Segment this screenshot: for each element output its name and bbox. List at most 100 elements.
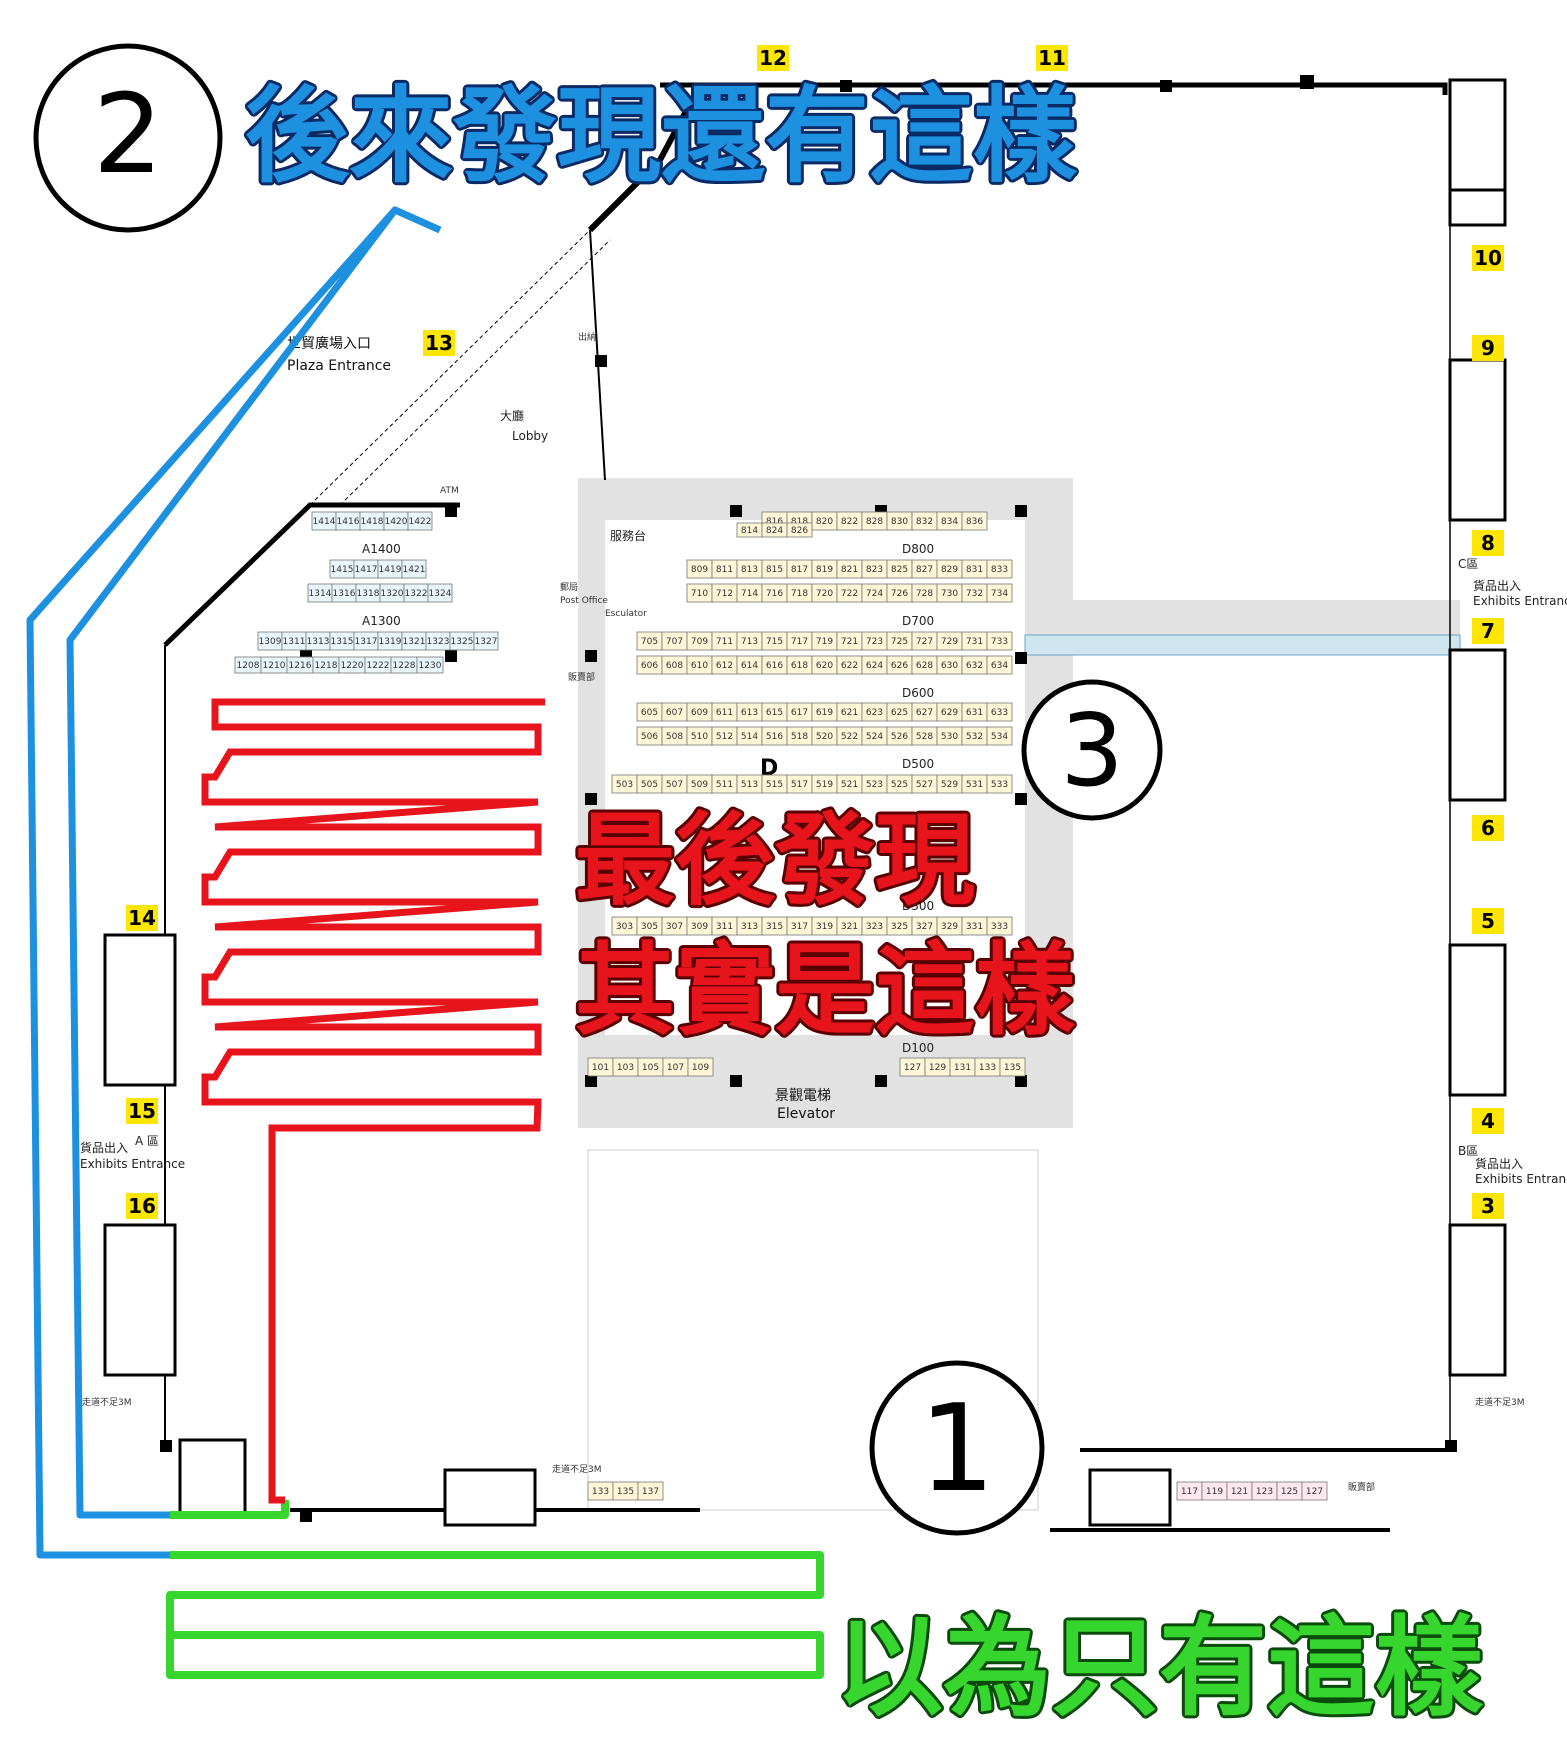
booth: 1309: [257, 631, 283, 651]
goods-entrance-c-en: Exhibits Entrance: [1473, 594, 1567, 608]
booth: 107: [662, 1057, 689, 1077]
section-label: D600: [902, 686, 934, 700]
booth: 529: [936, 774, 963, 794]
post-office-zh: 郵局: [560, 581, 578, 593]
booth: 612: [711, 655, 738, 675]
booth-number: 520: [816, 732, 833, 742]
section-label: A1400: [362, 542, 401, 556]
booth: 707: [661, 631, 688, 651]
booth: 1419: [377, 559, 403, 579]
booth: 823: [861, 559, 888, 579]
booth-number: 133: [979, 1063, 996, 1073]
walkway-note-left: 走道不足3M: [82, 1396, 132, 1408]
booth: 520: [811, 726, 838, 746]
booth: 809: [686, 559, 713, 579]
booth-number: 621: [841, 708, 858, 718]
booth: 1315: [329, 631, 355, 651]
booth-number: 515: [766, 780, 783, 790]
booth: 826: [786, 522, 813, 538]
booth-number: 818: [791, 517, 808, 527]
area-b-label: B區: [1458, 1144, 1478, 1158]
booth-number: 131: [954, 1063, 971, 1073]
booth: 1415: [329, 559, 355, 579]
booth-number: 516: [766, 732, 783, 742]
booth: 315: [761, 916, 788, 936]
booth: 836: [961, 511, 988, 531]
booth-number: 729: [941, 637, 958, 647]
booth: 1316: [331, 583, 357, 603]
booth: 528: [911, 726, 938, 746]
booth: 721: [836, 631, 863, 651]
booth-number: 811: [716, 565, 733, 575]
escalator-label: Esculator: [605, 609, 647, 619]
booth-number: 611: [716, 708, 733, 718]
booth-number: 827: [916, 565, 933, 575]
booth-number: 712: [716, 589, 733, 599]
booth: 1416: [335, 511, 361, 531]
booth: 609: [686, 702, 713, 722]
cashier-label: 出納: [578, 331, 596, 343]
booth-number: 1218: [315, 661, 338, 671]
booth: 133: [587, 1481, 614, 1501]
booth-number: 1210: [263, 661, 286, 671]
booth: 1323: [425, 631, 451, 651]
section-label: D700: [902, 614, 934, 628]
booth-number: 815: [766, 565, 783, 575]
goods-entrance-a-en: Exhibits Entrance: [80, 1157, 185, 1171]
booth-number: 1216: [289, 661, 312, 671]
goods-entrance-a-zh: 貨品出入: [80, 1140, 128, 1155]
booth-number: 519: [816, 780, 833, 790]
booth-number: 119: [1206, 1487, 1223, 1497]
booth: 525: [886, 774, 913, 794]
booth: 1222: [364, 656, 392, 674]
booth-number: 1322: [405, 589, 428, 599]
booth: 509: [686, 774, 713, 794]
booth: 518: [786, 726, 813, 746]
caption-red-line2: 其實是這樣: [575, 932, 1076, 1049]
gate-9: 9: [1472, 335, 1504, 361]
booth: 137: [637, 1481, 664, 1501]
gate-12: 12: [757, 45, 789, 71]
svg-text:3: 3: [1060, 692, 1124, 809]
booth-number: 506: [641, 732, 658, 742]
booth-number: 101: [592, 1063, 609, 1073]
booth: 827: [911, 559, 938, 579]
booth-number: 133: [592, 1487, 609, 1497]
circle-marker-1: 1: [869, 1360, 1045, 1536]
booth: 719: [811, 631, 838, 651]
booth: 1230: [416, 656, 444, 674]
booth-number: 828: [866, 517, 883, 527]
booth: 133: [974, 1057, 1001, 1077]
svg-text:13: 13: [425, 331, 453, 355]
booth-number: 1414: [313, 517, 336, 527]
booth-number: 127: [1306, 1487, 1323, 1497]
booth: 834: [936, 511, 963, 531]
elevator-label-en: Elevator: [777, 1106, 835, 1122]
booth-number: 614: [741, 661, 758, 671]
svg-text:4: 4: [1481, 1109, 1495, 1133]
booth: 613: [736, 702, 763, 722]
booth: 117: [1176, 1481, 1203, 1501]
booth: 135: [612, 1481, 639, 1501]
booth-number: 107: [667, 1063, 684, 1073]
booth: 715: [761, 631, 788, 651]
booth: 530: [936, 726, 963, 746]
booth-number: 510: [691, 732, 708, 742]
booth: 1216: [286, 656, 314, 674]
svg-text:12: 12: [759, 46, 787, 70]
booth-number: 503: [616, 780, 633, 790]
booth-number: 629: [941, 708, 958, 718]
booth: 531: [961, 774, 988, 794]
booth: 628: [911, 655, 938, 675]
booth-number: 505: [641, 780, 658, 790]
goods-entrance-b-en: Exhibits Entrance: [1475, 1172, 1567, 1186]
booth: 1320: [379, 583, 405, 603]
booth-number: 319: [816, 922, 833, 932]
booth-number: 732: [966, 589, 983, 599]
booth-number: 625: [891, 708, 908, 718]
booth: 534: [986, 726, 1013, 746]
booth: 524: [861, 726, 888, 746]
booth: 519: [811, 774, 838, 794]
booth-number: 1420: [385, 517, 408, 527]
gate-4: 4: [1472, 1108, 1504, 1134]
